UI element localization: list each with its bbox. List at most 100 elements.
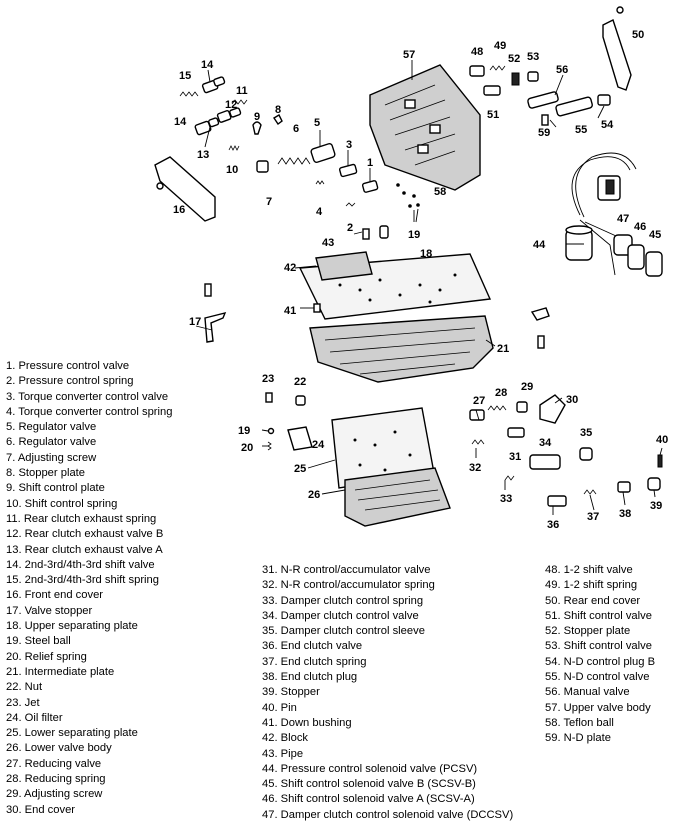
part-41-down-bushing <box>313 303 321 313</box>
callout-13: 13 <box>197 149 209 161</box>
part-2-spring <box>345 202 356 207</box>
callout-33: 33 <box>500 493 512 505</box>
part-52-stopper-plate <box>511 72 520 86</box>
legend-item: 59. N-D plate <box>545 732 611 745</box>
callout-18: 18 <box>420 248 432 260</box>
part-38-end-clutch-plug <box>617 481 631 493</box>
callout-38: 38 <box>619 508 631 520</box>
legend-item: 48. 1-2 shift valve <box>545 564 633 576</box>
callout-19: 19 <box>408 229 420 241</box>
legend-item: 35. Damper clutch control sleeve <box>262 625 425 638</box>
part-2-seat <box>362 228 370 240</box>
legend-item: 16. Front end cover <box>6 589 104 602</box>
part-20-relief-spring <box>267 441 272 451</box>
legend-item: 52. Stopper plate <box>545 625 631 638</box>
legend-item: 13. Rear clutch exhaust valve A <box>6 543 163 556</box>
callout-17: 17 <box>189 316 201 328</box>
part-36-end-clutch-valve <box>547 495 567 507</box>
callout-28: 28 <box>495 387 507 399</box>
callout-51: 51 <box>487 109 499 121</box>
leader-lines <box>195 60 663 515</box>
callout-1: 1 <box>367 157 373 169</box>
callout-37: 37 <box>587 511 599 523</box>
legend-item: 3. Torque converter control valve <box>6 390 169 403</box>
legend-item: 53. Shift control valve <box>545 640 652 653</box>
legend-item: 43. Pipe <box>262 747 304 760</box>
legend-item: 2. Pressure control spring <box>6 375 134 388</box>
legend-item: 31. N-R control/accumulator valve <box>262 564 431 576</box>
callout-4: 4 <box>316 206 323 218</box>
callout-43: 43 <box>322 237 334 249</box>
part-24-oil-filter <box>287 426 313 451</box>
callout-55: 55 <box>575 124 587 136</box>
callout-16: 16 <box>173 204 185 216</box>
legend-item: 12. Rear clutch exhaust valve B <box>6 528 164 541</box>
legend-item: 45. Shift control solenoid valve B (SCSV… <box>262 778 476 791</box>
bracket-right <box>530 307 550 349</box>
part-17-valve-stopper <box>204 283 227 343</box>
callout-10: 10 <box>226 164 238 176</box>
part-56-manual-valve <box>527 91 559 109</box>
part-16-front-end-cover <box>154 156 216 222</box>
legend-item: 41. Down bushing <box>262 716 352 729</box>
legend-item: 4. Torque converter control spring <box>6 405 173 418</box>
part-51-shift-control-valve <box>483 85 501 96</box>
callout-59: 59 <box>538 127 550 139</box>
callout-27: 27 <box>473 395 485 407</box>
legend-item: 21. Intermediate plate <box>6 665 115 678</box>
callout-21: 21 <box>497 343 509 355</box>
part-19-steel-ball <box>267 427 275 435</box>
callout-14: 14 <box>201 59 214 71</box>
callout-47: 47 <box>617 213 629 225</box>
callout-46: 46 <box>634 221 646 233</box>
legend-item: 39. Stopper <box>262 686 320 699</box>
callout-57: 57 <box>403 49 415 61</box>
legend-item: 34. Damper clutch control valve <box>262 609 419 622</box>
callout-9: 9 <box>254 111 260 123</box>
callout-39: 39 <box>650 500 662 512</box>
callout-23: 23 <box>262 373 274 385</box>
part-21-intermediate-plate <box>309 315 494 383</box>
part-44-pcsv <box>565 225 593 261</box>
callout-7: 7 <box>266 196 272 208</box>
part-5-regulator-valve <box>277 143 336 165</box>
legend-item: 51. Shift control valve <box>545 609 652 622</box>
callout-5: 5 <box>314 117 320 129</box>
callout-15: 15 <box>179 70 191 82</box>
legend-item: 32. N-R control/accumulator spring <box>262 579 435 592</box>
callout-12: 12 <box>225 99 237 111</box>
legend-item: 6. Regulator valve <box>6 436 97 449</box>
legend-item: 54. N-D control plug B <box>545 655 656 668</box>
callout-40: 40 <box>656 434 668 446</box>
callout-44: 44 <box>533 239 546 251</box>
part-31-n-r-valve <box>507 427 525 438</box>
legend-item: 19. Steel ball <box>6 635 71 648</box>
callout-52: 52 <box>508 53 520 65</box>
part-29-adjusting-screw <box>516 401 528 413</box>
legend-item: 26. Lower valve body <box>6 742 112 755</box>
legend-item: 37. End clutch spring <box>262 655 367 668</box>
callout-26: 26 <box>308 489 320 501</box>
part-33-damper-spring <box>504 475 515 481</box>
callout-2: 2 <box>347 222 353 234</box>
part-55-n-d-control-valve <box>555 96 593 117</box>
legend-item: 38. End clutch plug <box>262 671 358 684</box>
part-45-scsv-b <box>645 251 663 277</box>
legend-item: 1. Pressure control valve <box>6 360 130 372</box>
callout-3: 3 <box>346 139 352 151</box>
part-54-n-d-control-plug <box>597 94 611 106</box>
legend-item: 15. 2nd-3rd/4th-3rd shift spring <box>6 574 159 587</box>
callout-labels: 15 14 11 12 14 13 8 9 6 5 10 3 1 7 4 2 5… <box>173 29 668 531</box>
part-59-n-d-plate <box>541 114 549 126</box>
part-40-pin <box>657 454 663 468</box>
part-26-lower-valve-body <box>344 467 451 527</box>
part-12-valve <box>216 107 242 123</box>
legend-item: 17. Valve stopper <box>6 604 93 617</box>
callout-42: 42 <box>284 262 296 274</box>
callout-53: 53 <box>527 51 539 63</box>
legend-item: 8. Stopper plate <box>6 467 85 480</box>
legend-item: 42. Block <box>262 732 309 745</box>
callout-20: 20 <box>241 442 253 454</box>
part-43-pipe <box>379 225 389 239</box>
